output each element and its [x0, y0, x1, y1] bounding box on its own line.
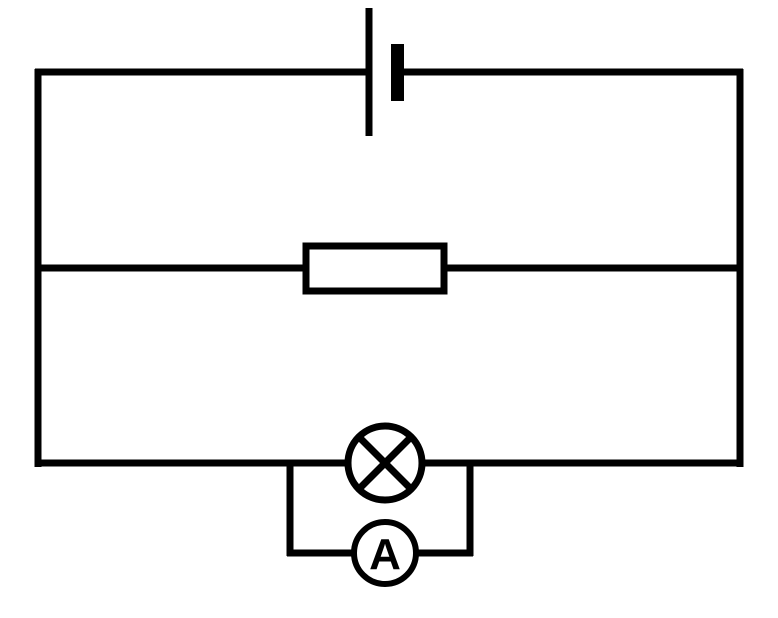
ammeter-label: A [369, 530, 401, 579]
ammeter-icon [351, 519, 419, 587]
battery-short-plate [391, 44, 404, 101]
resistor-body [302, 242, 448, 295]
lamp-cross-line-2 [356, 434, 414, 492]
